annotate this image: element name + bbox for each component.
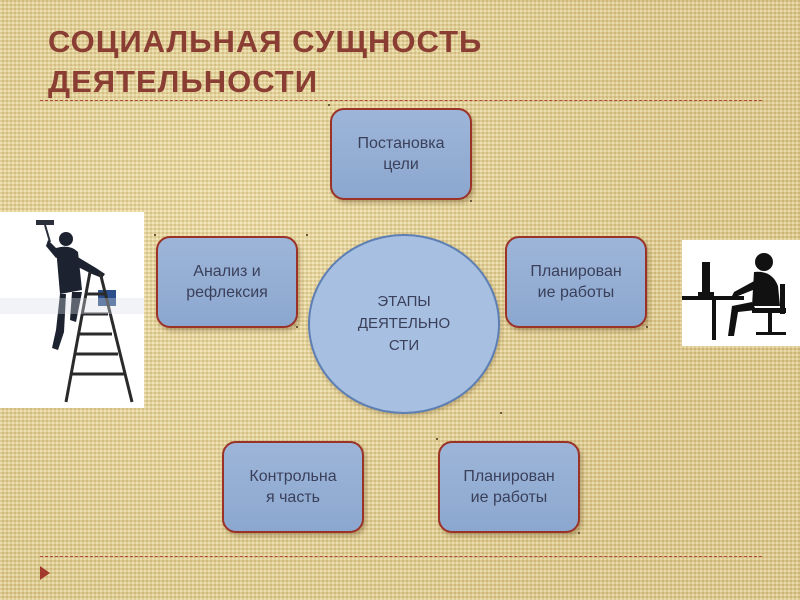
decor-dot	[306, 234, 308, 236]
title-divider	[40, 100, 762, 101]
decor-dot	[154, 234, 156, 236]
node-control-part: Контрольна я часть	[222, 441, 364, 533]
footer-divider	[40, 556, 762, 557]
decor-dot	[500, 412, 502, 414]
decor-dot	[436, 438, 438, 440]
painter-silhouette-icon	[0, 212, 144, 408]
decor-dot	[328, 104, 330, 106]
decor-dot	[578, 532, 580, 534]
painter-on-ladder-image	[0, 212, 144, 408]
person-at-computer-image	[682, 240, 800, 346]
node-goal-setting: Постановка цели	[330, 108, 472, 200]
decor-dot	[470, 200, 472, 202]
node-work-planning-bottom: Планирован ие работы	[438, 441, 580, 533]
decor-dot	[646, 326, 648, 328]
node-work-planning-right: Планирован ие работы	[505, 236, 647, 328]
next-slide-arrow-icon[interactable]	[40, 566, 50, 580]
computer-worker-silhouette-icon	[682, 240, 800, 346]
node-analysis-reflection: Анализ и рефлексия	[156, 236, 298, 328]
slide-title: СОЦИАЛЬНАЯ СУЩНОСТЬ ДЕЯТЕЛЬНОСТИ	[48, 24, 483, 99]
center-stages-circle: ЭТАПЫ ДЕЯТЕЛЬНО СТИ	[308, 234, 500, 414]
decor-dot	[296, 326, 298, 328]
